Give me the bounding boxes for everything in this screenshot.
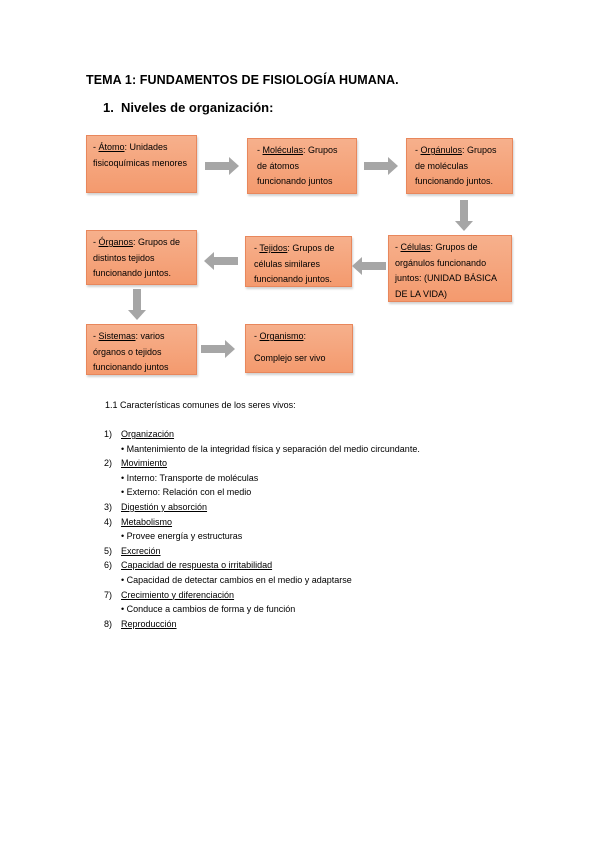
box-term: Tejidos: [259, 243, 288, 253]
section-heading: 1. Niveles de organización:: [103, 100, 273, 115]
list-item: 1) Organización • Mantenimiento de la inte…: [104, 427, 420, 456]
box-prefix: -: [257, 145, 263, 155]
box-prefix: -: [93, 331, 99, 341]
arrow-left-icon: [204, 252, 238, 270]
item-heading: Movimiento: [121, 458, 168, 469]
box-sistemas: - Sistemas: varios órganos o tejidos fun…: [86, 324, 197, 375]
box-celulas: - Células: Grupos de orgánulos funcionan…: [388, 235, 512, 302]
item-number: 5): [104, 545, 113, 556]
box-text: : Grupos de distintos tejidos funcionand…: [93, 237, 181, 278]
item-detail: • Conduce a cambios de forma y de funció…: [121, 604, 296, 615]
item-heading: Excreción: [121, 545, 161, 556]
document-title: TEMA 1: FUNDAMENTOS DE FISIOLOGÍA HUMANA…: [86, 73, 399, 87]
arrow-left-icon: [352, 257, 386, 275]
item-number: 8): [104, 618, 113, 629]
item-number: 6): [104, 560, 113, 571]
item-detail: • Externo: Relación con el medio: [121, 487, 252, 498]
box-text: :: [303, 331, 307, 341]
arrow-right-icon: [201, 340, 235, 358]
item-detail: • Mantenimiento de la integridad física …: [121, 443, 420, 454]
box-text-line2: Complejo ser vivo: [254, 353, 326, 363]
box-prefix: -: [93, 142, 99, 152]
box-text: : Grupos de células similares funcionand…: [254, 243, 335, 284]
item-number: 4): [104, 516, 113, 527]
box-text: : Unidades fisicoquímicas menores: [93, 142, 188, 168]
box-term: Células: [400, 242, 431, 252]
list-item: 7) Crecimiento y diferenciación • Conduce …: [104, 588, 420, 617]
item-heading: Metabolismo: [121, 516, 173, 527]
arrow-right-icon: [205, 157, 239, 175]
box-tejidos: - Tejidos: Grupos de células similares f…: [245, 236, 352, 287]
box-text: : Grupos de orgánulos funcionando juntos…: [395, 242, 497, 299]
arrow-right-icon: [364, 157, 398, 175]
box-term: Sistemas: [98, 331, 136, 341]
box-term: Orgánulos: [420, 145, 463, 155]
list-item: 3) Digestión y absorción: [104, 500, 420, 515]
list-item: 5) Excreción: [104, 544, 420, 559]
list-item: 2) Movimiento • Interno: Transporte de mol…: [104, 456, 420, 500]
arrow-down-icon: [455, 200, 473, 231]
list-item: 8) Reproducción: [104, 617, 420, 632]
subsection-heading: 1.1 Características comunes de los seres…: [105, 400, 296, 410]
item-heading: Digestión y absorción: [121, 501, 208, 512]
box-organos: - Órganos: Grupos de distintos tejidos f…: [86, 230, 197, 285]
box-organismo: - Organismo: Complejo ser vivo: [245, 324, 353, 373]
item-number: 1): [104, 429, 113, 439]
box-text: : Grupos de moléculas funcionando juntos…: [415, 145, 497, 186]
item-heading: Reproducción: [121, 618, 177, 629]
list-item: 6) Capacidad de respuesta o irritabilidad…: [104, 558, 420, 587]
section-number: 1.: [103, 100, 114, 115]
box-term: Organismo: [259, 331, 304, 341]
box-prefix: -: [254, 331, 260, 341]
box-term: Órganos: [98, 237, 134, 247]
box-text: : varios órganos o tejidos funcionando j…: [93, 331, 169, 372]
box-atomo: - Átomo: Unidades fisicoquímicas menores: [86, 135, 197, 193]
item-detail: • Capacidad de detectar cambios en el me…: [121, 574, 352, 585]
item-heading: Crecimiento y diferenciación: [121, 589, 235, 600]
box-term: Átomo: [98, 142, 125, 152]
characteristics-list: 1) Organización • Mantenimiento de la inte…: [104, 427, 420, 631]
section-label: Niveles de organización:: [121, 100, 274, 115]
box-moleculas: - Moléculas: Grupos de átomos funcionand…: [247, 138, 357, 194]
list-item: 4) Metabolismo • Provee energía y estructu…: [104, 515, 420, 544]
item-detail: • Interno: Transporte de moléculas: [121, 472, 259, 483]
item-number: 3): [104, 501, 113, 512]
arrow-down-icon: [128, 289, 146, 320]
item-number: 2): [104, 458, 113, 469]
box-text: : Grupos de átomos funcionando juntos: [257, 145, 338, 186]
box-term: Moléculas: [262, 145, 304, 155]
item-heading: Organización: [121, 429, 175, 439]
box-organulos: - Orgánulos: Grupos de moléculas funcion…: [406, 138, 513, 194]
box-prefix: -: [395, 242, 401, 252]
box-prefix: -: [93, 237, 99, 247]
box-prefix: -: [415, 145, 421, 155]
item-number: 7): [104, 589, 113, 600]
item-detail: • Provee energía y estructuras: [121, 531, 243, 542]
item-heading: Capacidad de respuesta o irritabilidad: [121, 560, 273, 571]
box-prefix: -: [254, 243, 260, 253]
